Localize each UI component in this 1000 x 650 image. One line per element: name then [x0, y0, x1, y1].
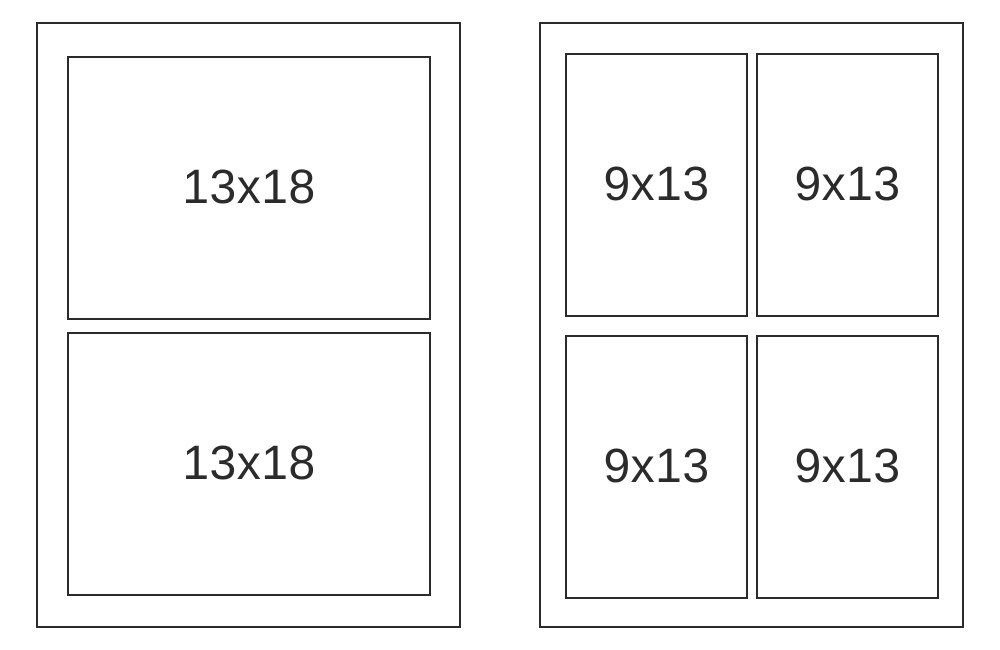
- photo-size-label: 13x18: [182, 437, 316, 490]
- photo-9x13-top-left: 9x13: [565, 53, 748, 317]
- photo-size-label: 13x18: [182, 161, 316, 214]
- photo-9x13-bottom-right: 9x13: [756, 335, 939, 599]
- photo-size-label: 9x13: [794, 440, 901, 493]
- photo-9x13-top-right: 9x13: [756, 53, 939, 317]
- photo-size-label: 9x13: [603, 440, 710, 493]
- photo-size-label: 9x13: [794, 158, 901, 211]
- photo-13x18-top: 13x18: [67, 56, 431, 320]
- photo-size-label: 9x13: [603, 158, 710, 211]
- photo-13x18-bottom: 13x18: [67, 332, 431, 596]
- photo-9x13-bottom-left: 9x13: [565, 335, 748, 599]
- sheet-four-up: 9x13 9x13 9x13 9x13: [539, 22, 964, 628]
- sheet-two-up: 13x18 13x18: [36, 22, 461, 628]
